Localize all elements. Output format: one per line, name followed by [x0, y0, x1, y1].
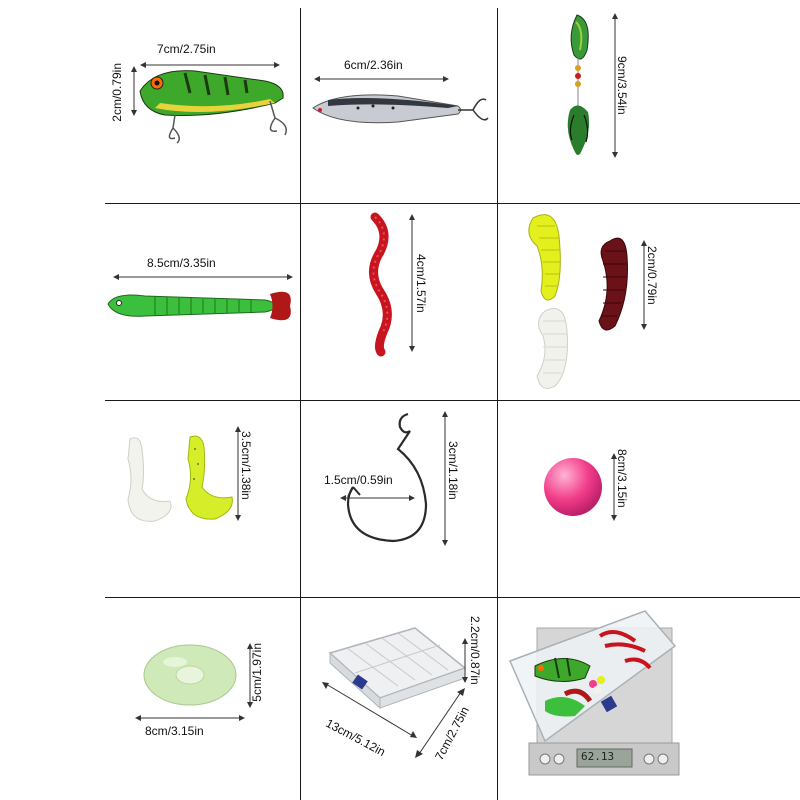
- cell-grub-baits: 2cm/0.79in: [497, 204, 800, 400]
- popper-width-label: 7cm/2.75in: [157, 42, 216, 56]
- width-arrow: [314, 76, 449, 82]
- filled-tackle-box-image: [508, 610, 677, 743]
- grid-divider-horizontal-2: [105, 400, 800, 401]
- tackle-box-image: [328, 627, 467, 710]
- height-arrow: [442, 411, 448, 546]
- glow-egg-image: [143, 644, 237, 706]
- offset-hook-image: [346, 412, 428, 543]
- cell-spinner-lure: 9cm/3.54in: [497, 8, 800, 203]
- height-arrow: [131, 66, 137, 116]
- egg-width-label: 8cm/3.15in: [145, 724, 204, 738]
- width-arrow: [135, 715, 245, 721]
- height-arrow: [409, 214, 415, 352]
- grid-divider-vertical-2: [497, 8, 498, 800]
- length-arrow: [322, 682, 417, 738]
- scale-display-reading: 62.13: [581, 750, 615, 763]
- worm-length-label: 4cm/1.57in: [414, 254, 428, 313]
- bead-size-label: 8cm/3.15in: [615, 449, 629, 508]
- curly-tail-grubs-image: [127, 435, 233, 522]
- height-arrow: [641, 240, 647, 330]
- cell-offset-hook: 1.5cm/0.59in 3cm/1.18in: [300, 401, 497, 597]
- curly-grub-length-label: 3.5cm/1.38in: [239, 431, 253, 500]
- cell-popper-lure: 7cm/2.75in 2cm/0.79in: [105, 8, 300, 203]
- grid-divider-horizontal-3: [105, 597, 800, 598]
- pink-bead-image: [544, 458, 602, 516]
- grub-size-label: 2cm/0.79in: [645, 246, 659, 305]
- popper-lure-image: [139, 70, 287, 144]
- spinner-lure-image: [567, 14, 590, 155]
- cell-pink-bead: 8cm/3.15in: [497, 401, 800, 597]
- swimbait-length-label: 8.5cm/3.35in: [147, 256, 216, 270]
- width-arrow: [140, 62, 280, 68]
- height-arrow: [247, 643, 253, 708]
- swimbait-image: [107, 291, 291, 321]
- cell-spoon-lure: 6cm/2.36in: [300, 8, 497, 203]
- popper-height-label: 2cm/0.79in: [110, 63, 124, 122]
- width-arrow: [340, 495, 415, 501]
- box-height-label: 2.2cm/0.87in: [468, 616, 482, 685]
- cell-red-worm: 4cm/1.57in: [300, 204, 497, 400]
- cell-kit-on-scale: 62.13: [497, 598, 800, 800]
- cell-tackle-box: 13cm/5.12in 7cm/2.75in 2.2cm/0.87in: [300, 598, 497, 800]
- spoon-lure-image: [312, 94, 489, 124]
- cell-glow-egg: 5cm/1.97in 8cm/3.15in: [105, 598, 300, 800]
- height-arrow: [612, 13, 618, 158]
- egg-height-label: 5cm/1.97in: [250, 643, 264, 702]
- height-arrow: [235, 426, 241, 521]
- grid-divider-horizontal-1: [105, 203, 800, 204]
- grub-baits-image: [528, 214, 628, 389]
- width-arrow: [113, 274, 293, 280]
- depth-arrow: [415, 688, 465, 758]
- height-arrow: [611, 453, 617, 521]
- spoon-width-label: 6cm/2.36in: [344, 58, 403, 72]
- spinner-height-label: 9cm/3.54in: [615, 56, 629, 115]
- height-arrow: [462, 638, 468, 683]
- cell-curly-tail-grubs: 3.5cm/1.38in: [105, 401, 300, 597]
- hook-length-label: 3cm/1.18in: [446, 441, 460, 500]
- hook-gap-label: 1.5cm/0.59in: [324, 473, 393, 487]
- cell-paddle-tail-swimbait: 8.5cm/3.35in: [105, 204, 300, 400]
- grid-divider-vertical-1: [300, 8, 301, 800]
- red-worm-image: [369, 212, 392, 357]
